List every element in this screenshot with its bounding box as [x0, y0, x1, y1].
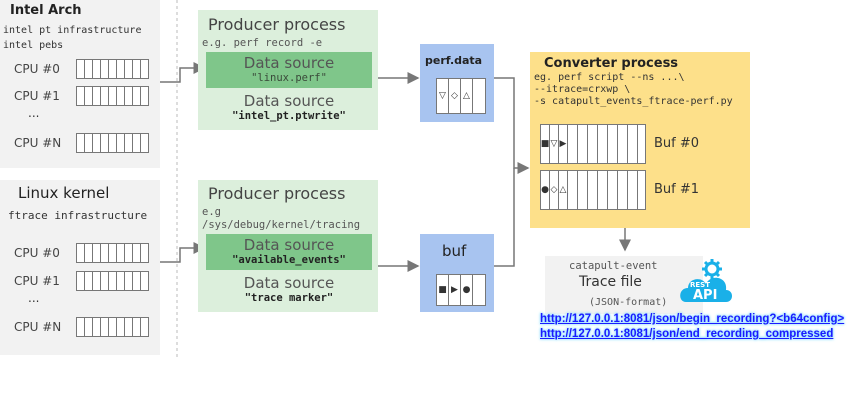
data-source-linux-perf: Data source "linux.perf": [206, 52, 372, 88]
play-icon: ▶: [449, 275, 461, 305]
intel-cpu-row-0: CPU #0: [14, 59, 149, 79]
intel-cpu-row-1: CPU #1: [14, 86, 149, 106]
intel-cpu-row-n: CPU #N: [14, 133, 149, 153]
producer-1-cmd: e.g. perf record -e: [202, 37, 323, 49]
arrow-perfdata-to-converter: [494, 77, 530, 174]
producer-process-2: Producer process e.g /sys/debug/kernel/t…: [198, 180, 378, 312]
trace-file-format: (JSON-format): [589, 297, 668, 308]
play-icon: ▶: [559, 125, 568, 163]
data-source-available-events: Data source "available_events": [206, 234, 372, 270]
buf-label: buf: [442, 242, 467, 260]
converter-buf-0: ■ ▽ ▶: [540, 124, 646, 164]
converter-buf-1: ● ◇ △: [540, 170, 646, 210]
cloud-gear-icon: [680, 259, 732, 302]
data-source-name: "available_events": [232, 254, 346, 266]
perf-data-box: perf.data ▽ ◇ △: [420, 44, 494, 122]
cpu-label: CPU #0: [14, 62, 60, 76]
intel-arch-line2: intel pebs: [3, 40, 64, 51]
producer-1-title: Producer process: [208, 15, 346, 34]
arrow-linux-to-producer2: [160, 242, 206, 263]
data-source-trace-marker: Data source "trace marker": [206, 272, 372, 308]
cpu-label: CPU #1: [14, 89, 60, 103]
producer-2-cmd-line2: /sys/debug/kernel/tracing: [202, 219, 361, 231]
cpu-label: CPU #1: [14, 274, 60, 288]
data-source-intel-pt: Data source "intel_pt.ptwrite": [206, 90, 372, 126]
arrow-intel-to-producer1: [160, 62, 206, 83]
data-source-title: Data source: [243, 274, 335, 292]
intel-arch-title: Intel Arch: [10, 3, 82, 18]
square-icon: ■: [437, 275, 449, 305]
linux-kernel-panel: Linux kernel ftrace infrastructure CPU #…: [0, 180, 160, 355]
data-source-title: Data source: [243, 92, 335, 110]
triangle-down-icon: ▽: [437, 79, 449, 113]
cpu-buffer: [76, 271, 149, 291]
producer-process-1: Producer process e.g. perf record -e Dat…: [198, 10, 378, 130]
end-recording-link[interactable]: http://127.0.0.1:8081/json/end_recording…: [540, 328, 834, 340]
trace-file-title: Trace file: [579, 274, 642, 290]
trace-file-type: catapult-event: [569, 260, 658, 272]
cpu-buffer: [76, 317, 149, 337]
intel-arch-panel: Intel Arch intel pt infrastructure intel…: [0, 0, 160, 168]
perf-data-label: perf.data: [425, 54, 483, 67]
converter-title: Converter process: [544, 56, 679, 71]
diamond-icon: ◇: [449, 79, 461, 113]
producer-2-title: Producer process: [208, 184, 346, 203]
linux-ellipsis: ...: [28, 291, 40, 305]
converter-cmd-2: --itrace=crxwp \: [534, 84, 631, 95]
begin-recording-link[interactable]: http://127.0.0.1:8081/json/begin_recordi…: [540, 313, 845, 325]
data-source-name: "linux.perf": [251, 72, 327, 84]
triangle-up-icon: △: [461, 79, 473, 113]
cpu-buffer: [76, 243, 149, 263]
circle-icon: ●: [541, 171, 550, 209]
perf-data-buffer: ▽ ◇ △: [436, 78, 486, 114]
data-source-title: Data source: [243, 236, 335, 254]
linux-cpu-row-1: CPU #1: [14, 271, 149, 291]
cpu-label: CPU #N: [14, 320, 62, 334]
buf-box: buf ■ ▶ ●: [420, 234, 494, 312]
intel-ellipsis: ...: [28, 106, 40, 120]
converter-buf-1-label: Buf #1: [654, 182, 700, 197]
data-source-name: "intel_pt.ptwrite": [232, 110, 346, 122]
cpu-buffer: [76, 86, 149, 106]
data-source-name: "trace marker": [244, 292, 334, 304]
linux-cpu-row-n: CPU #N: [14, 317, 149, 337]
producer-2-cmd-line1: e.g: [202, 206, 221, 218]
trace-file-box: catapult-event Trace file (JSON-format): [545, 256, 703, 314]
data-source-title: Data source: [243, 54, 335, 72]
converter-buf-0-label: Buf #0: [654, 136, 700, 151]
linux-kernel-title: Linux kernel: [18, 184, 110, 202]
diamond-icon: ◇: [550, 171, 559, 209]
buf-buffer: ■ ▶ ●: [436, 274, 486, 306]
cpu-buffer: [76, 59, 149, 79]
cpu-buffer: [76, 133, 149, 153]
cpu-label: CPU #N: [14, 136, 62, 150]
linux-cpu-row-0: CPU #0: [14, 243, 149, 263]
triangle-down-icon: ▽: [550, 125, 559, 163]
api-label: API: [693, 288, 718, 303]
converter-process: Converter process eg. perf script --ns .…: [530, 52, 750, 228]
converter-cmd-1: eg. perf script --ns ...\: [534, 72, 685, 83]
converter-cmd-3: -s catapult_events_ftrace-perf.py: [534, 96, 733, 107]
triangle-up-icon: △: [559, 171, 568, 209]
rest-label: REST: [690, 281, 710, 289]
circle-icon: ●: [461, 275, 473, 305]
arrow-buf-to-converter: [494, 168, 515, 267]
linux-kernel-subtitle: ftrace infrastructure: [8, 209, 148, 222]
cpu-label: CPU #0: [14, 246, 60, 260]
square-icon: ■: [541, 125, 550, 163]
intel-arch-line1: intel pt infrastructure: [3, 25, 142, 36]
rest-api-icon: REST API: [676, 258, 738, 308]
